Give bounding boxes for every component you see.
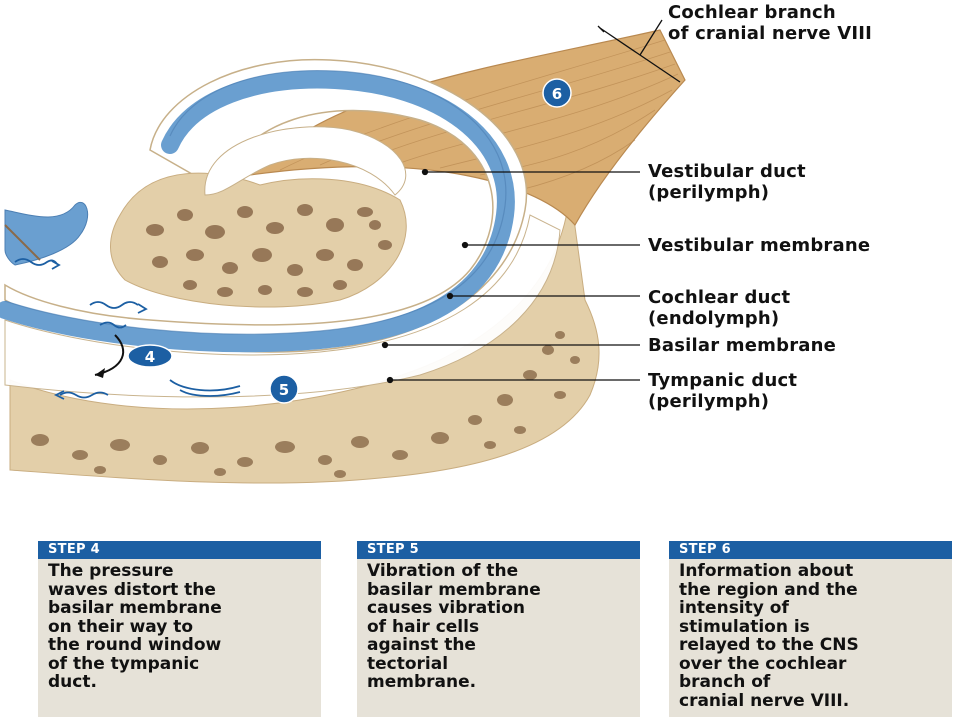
basilar-distortion-arrow (94, 334, 125, 378)
label-cochlear-duct: Cochlear duct (endolymph) (648, 287, 791, 329)
step-4-text: The pressure waves distort the basilar m… (48, 561, 222, 692)
step-6-box: STEP 6 Information about the region and … (669, 541, 952, 717)
step-6-title: STEP 6 (669, 541, 952, 559)
step-4-box: STEP 4 The pressure waves distort the ba… (38, 541, 321, 717)
cochlea-diagram: 4 5 6 (0, 19, 686, 484)
step-6-text: Information about the region and the int… (679, 561, 859, 711)
label-tympanic-duct: Tympanic duct (perilymph) (648, 370, 798, 412)
label-basilar-membrane: Basilar membrane (648, 335, 837, 356)
cochlear-spiral (0, 58, 561, 398)
label-vestibular-membrane: Vestibular membrane (648, 235, 871, 256)
bony-labyrinth (9, 189, 600, 484)
step-4-title: STEP 4 (38, 541, 321, 559)
step-5-text: Vibration of the basilar membrane causes… (367, 561, 541, 692)
leader-lines (381, 19, 681, 384)
step-marker-4: 4 (127, 344, 173, 368)
step-marker-5: 5 (269, 374, 299, 404)
label-vestibular-duct: Vestibular duct (perilymph) (648, 161, 806, 203)
marker-5-label: 5 (279, 381, 289, 399)
step-5-title: STEP 5 (357, 541, 640, 559)
step-marker-6: 6 (542, 78, 572, 108)
marker-6-label: 6 (552, 85, 562, 103)
step-5-box: STEP 5 Vibration of the basilar membrane… (357, 541, 640, 717)
pressure-wave-arrows (14, 258, 241, 400)
label-cochlear-branch: Cochlear branch of cranial nerve VIII (668, 2, 873, 44)
marker-4-label: 4 (145, 348, 155, 366)
